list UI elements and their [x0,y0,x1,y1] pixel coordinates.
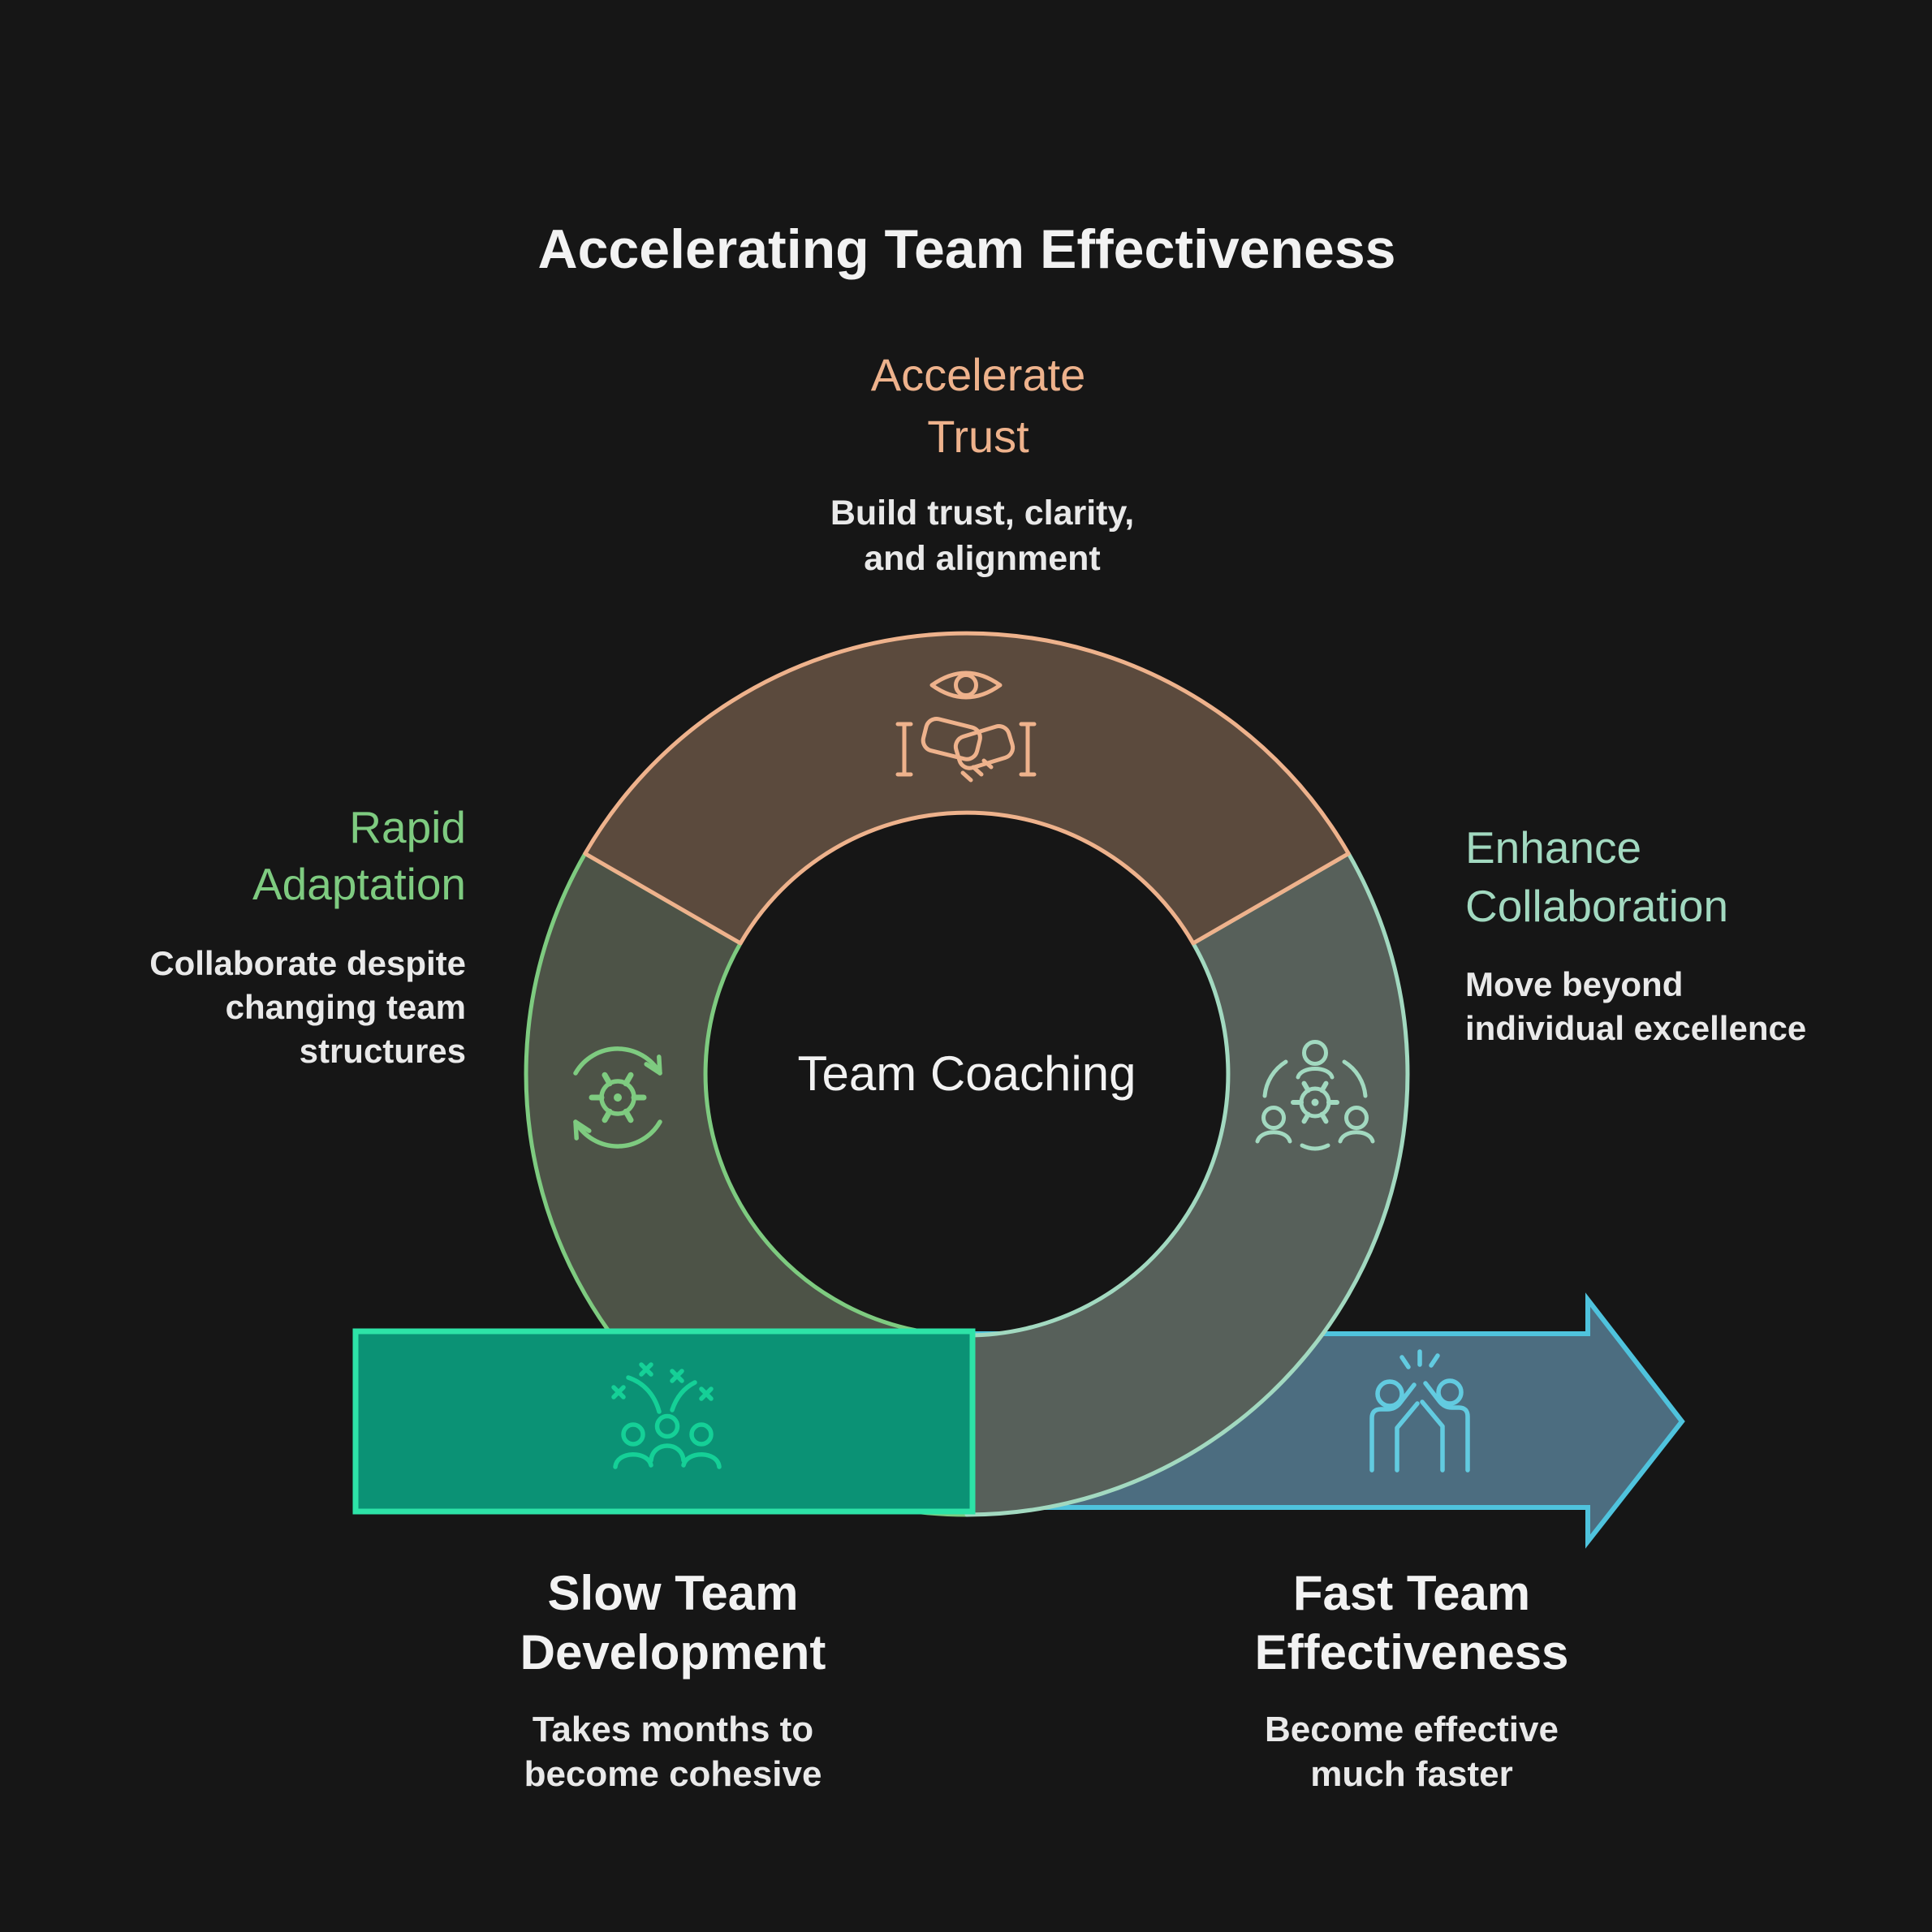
section-desc-rapid-adaptation: Collaborate despite changing team struct… [149,942,466,1073]
arrow-desc-line: become cohesive [524,1754,822,1794]
section-desc-line: and alignment [864,539,1101,578]
section-label-enhance-collaboration: Enhance Collaboration [1465,818,1728,935]
page-title: Accelerating Team Effectiveness [537,218,1396,280]
section-desc-line: Collaborate despite [149,944,466,982]
arrow-label-line: Effectiveness [1254,1625,1569,1680]
slow-team-bar [352,1328,976,1515]
section-desc-accelerate-trust: Build trust, clarity, and alignment [830,490,1134,581]
section-label-rapid-adaptation: Rapid Adaptation [252,799,466,912]
arrow-label-fast-team: Fast Team Effectiveness [1255,1563,1569,1682]
arrow-desc-slow-team: Takes months to become cohesive [524,1707,822,1796]
section-label-line: Adaptation [252,859,466,909]
section-label-accelerate-trust: Accelerate Trust [871,344,1086,468]
section-desc-line: Move beyond [1465,965,1684,1003]
section-desc-enhance-collaboration: Move beyond individual excellence [1465,963,1806,1050]
ring-segment-accelerate-trust [583,631,1351,946]
section-desc-line: structures [299,1032,466,1070]
cycle-gear-icon [573,1046,662,1149]
arrow-label-line: Slow Team [547,1566,799,1620]
high-five-icon [1369,1349,1470,1473]
arrow-desc-line: much faster [1310,1754,1513,1794]
section-label-line: Enhance [1465,822,1642,873]
arrow-label-line: Development [520,1625,826,1680]
section-label-line: Accelerate [870,349,1086,400]
arrow-label-line: Fast Team [1292,1566,1531,1620]
ring-center-label: Team Coaching [797,1046,1136,1101]
arrow-label-slow-team: Slow Team Development [520,1563,826,1682]
arrow-desc-fast-team: Become effective much faster [1265,1707,1559,1796]
section-label-line: Rapid [349,802,466,852]
section-desc-line: Build trust, clarity, [830,494,1135,533]
section-desc-line: individual excellence [1465,1009,1807,1047]
section-desc-line: changing team [225,988,466,1026]
eye-icon [929,671,1003,700]
section-label-line: Collaboration [1465,881,1729,931]
arrow-desc-line: Takes months to [532,1710,814,1749]
section-label-line: Trust [927,411,1029,462]
arrow-desc-line: Become effective [1265,1710,1559,1749]
handshake-icon [895,716,1037,783]
team-celebration-icon [611,1362,722,1469]
people-gear-icon [1255,1040,1375,1151]
ring-segment-enhance-collaboration [964,852,1410,1517]
